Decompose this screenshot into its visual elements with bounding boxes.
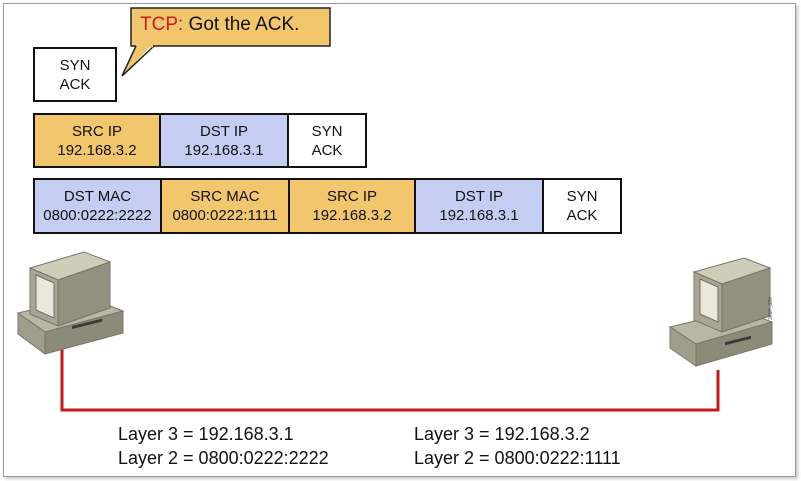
field-label: SYN — [311, 122, 343, 140]
frame-src-ip-field: SRC IP 192.168.3.2 — [288, 178, 416, 234]
field-label: DST MAC — [63, 188, 132, 205]
figure-id: 301P_380 — [768, 297, 774, 320]
callout-label: TCP: Got the ACK. — [140, 14, 299, 36]
field-value: ACK — [566, 207, 598, 224]
frame-dst-ip-field: DST IP 192.168.3.1 — [414, 178, 544, 234]
packet-syn-ack-field: SYN ACK — [287, 113, 367, 168]
field-label: SRC IP — [71, 122, 122, 140]
field-value: 192.168.3.1 — [439, 207, 519, 224]
field-label: SYN — [566, 188, 598, 205]
field-value: 192.168.3.2 — [312, 207, 392, 224]
diagram-frame — [3, 3, 796, 477]
segment-line1: SYN — [59, 56, 91, 74]
right-host-addresses: Layer 3 = 192.168.3.2 Layer 2 = 0800:022… — [414, 422, 621, 470]
frame-src-mac-field: SRC MAC 0800:0222:1111 — [160, 178, 290, 234]
field-value: ACK — [311, 141, 343, 159]
left-computer-icon — [16, 251, 125, 355]
right-layer3-address: Layer 3 = 192.168.3.2 — [414, 424, 590, 444]
right-computer-icon — [668, 257, 774, 367]
field-label: DST IP — [199, 122, 249, 140]
callout-protocol: TCP: — [140, 14, 184, 35]
callout-balloon — [121, 7, 331, 77]
left-host-addresses: Layer 3 = 192.168.3.1 Layer 2 = 0800:022… — [118, 422, 329, 470]
callout-message: Got the ACK. — [183, 14, 300, 35]
field-value: 0800:0222:2222 — [43, 207, 152, 224]
field-value: 192.168.3.1 — [184, 141, 264, 159]
network-link — [60, 338, 720, 412]
left-layer3-address: Layer 3 = 192.168.3.1 — [118, 424, 294, 444]
field-label: DST IP — [454, 188, 504, 205]
field-value: 0800:0222:1111 — [172, 207, 278, 224]
segment-line2: ACK — [59, 75, 91, 93]
field-value: 192.168.3.2 — [57, 141, 137, 159]
segment-syn-ack-box: SYN ACK — [33, 47, 117, 102]
left-layer2-address: Layer 2 = 0800:0222:2222 — [118, 448, 329, 468]
right-layer2-address: Layer 2 = 0800:0222:1111 — [414, 448, 621, 468]
field-label: SRC IP — [326, 188, 377, 205]
frame-dst-mac-field: DST MAC 0800:0222:2222 — [33, 178, 162, 234]
field-label: SRC MAC — [190, 188, 260, 205]
frame-syn-ack-field: SYN ACK — [542, 178, 622, 234]
packet-src-ip-field: SRC IP 192.168.3.2 — [33, 113, 161, 168]
packet-dst-ip-field: DST IP 192.168.3.1 — [159, 113, 289, 168]
